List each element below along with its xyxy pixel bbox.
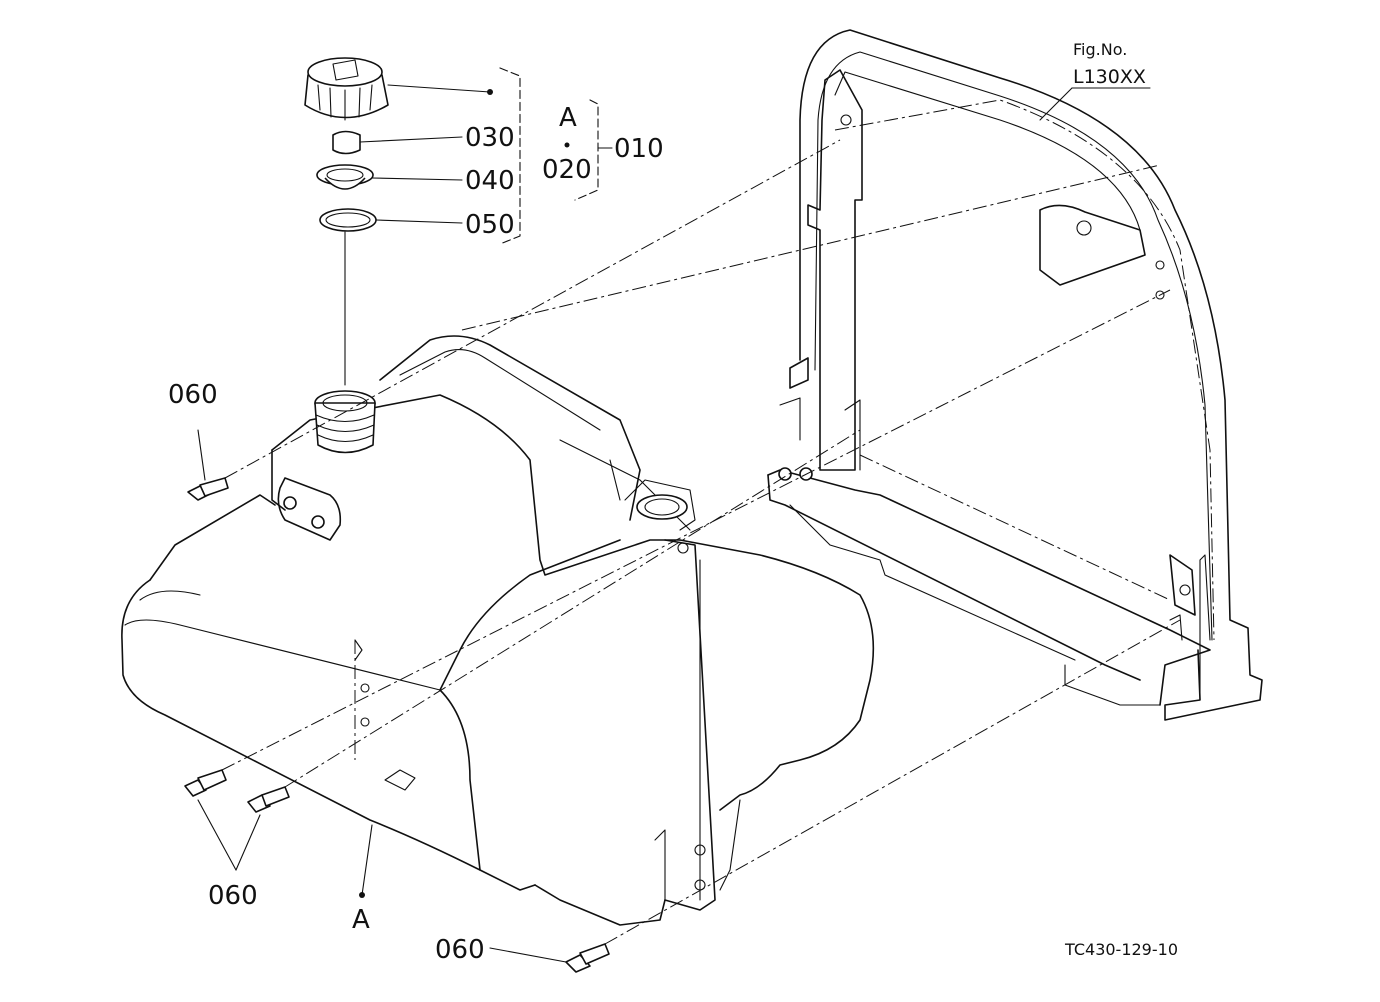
fuel-tank bbox=[121, 335, 875, 926]
bolts-060 bbox=[184, 429, 610, 973]
bolt-bottom bbox=[565, 943, 610, 973]
callout-030: 030 bbox=[465, 123, 515, 153]
callout-040: 040 bbox=[465, 166, 515, 196]
callout-060-bottom: 060 bbox=[435, 935, 485, 965]
fig-no-value: L130XX bbox=[1073, 66, 1146, 88]
phantom-lines bbox=[221, 139, 1181, 945]
bolt-lower-left-b bbox=[247, 786, 290, 813]
labels: Fig.No. L130XX 030 040 050 020 010 A 060… bbox=[168, 40, 1178, 965]
filler-cap-assembly bbox=[304, 57, 613, 386]
callout-010: 010 bbox=[614, 134, 664, 164]
o-ring-050 bbox=[319, 208, 377, 232]
cap-seal-030 bbox=[332, 130, 361, 155]
bolt-lower-left-a bbox=[184, 769, 227, 797]
bolt-upper-left bbox=[187, 429, 229, 501]
fig-no-label: Fig.No. bbox=[1073, 40, 1127, 59]
callout-a-top: A bbox=[559, 103, 577, 133]
callout-060-upper-left: 060 bbox=[168, 380, 218, 410]
callout-050: 050 bbox=[465, 210, 515, 240]
callout-060-lower-left: 060 bbox=[208, 881, 258, 911]
drawing-code: TC430-129-10 bbox=[1064, 940, 1178, 959]
frame-assembly bbox=[767, 29, 1263, 721]
callout-a-bottom: A bbox=[352, 905, 370, 935]
callout-020: 020 bbox=[542, 155, 592, 185]
